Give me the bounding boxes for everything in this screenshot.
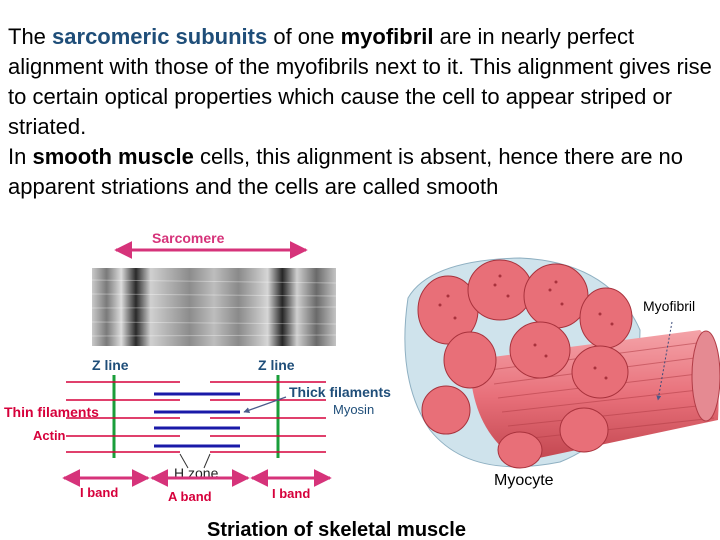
label-myocyte: Myocyte bbox=[494, 472, 554, 489]
thin-filaments bbox=[66, 381, 326, 453]
bundle-dots bbox=[438, 274, 614, 380]
text-run: cells, this alignment is absent, hence t… bbox=[8, 144, 684, 199]
term-smooth-muscle: smooth muscle bbox=[32, 144, 194, 169]
myofibril-bundles bbox=[417, 259, 633, 469]
label-z-line-left: Z line bbox=[92, 357, 129, 373]
label-i-band-left: I band bbox=[80, 485, 118, 500]
text-run: In bbox=[8, 144, 33, 169]
term-sarcomeric-subunits: sarcomeric subunits bbox=[52, 24, 268, 49]
muscle-illustration bbox=[404, 257, 720, 469]
label-z-line-right: Z line bbox=[258, 357, 295, 373]
fiber-end bbox=[691, 330, 720, 422]
label-sarcomere: Sarcomere bbox=[152, 230, 225, 246]
text-run: of one bbox=[267, 24, 341, 49]
thick-filaments-pointer bbox=[243, 396, 287, 414]
label-thick-filaments: Thick filaments bbox=[289, 384, 391, 400]
text-run: are in nearly perfect alignment with tho… bbox=[8, 24, 712, 139]
label-actin: Actin bbox=[33, 428, 66, 443]
caption: Striation of skeletal muscle bbox=[207, 519, 466, 540]
paragraph-smooth: In smooth muscle cells, this alignment i… bbox=[8, 142, 714, 202]
label-myosin: Myosin bbox=[333, 402, 374, 417]
micrograph bbox=[92, 268, 336, 346]
thick-filaments bbox=[154, 392, 240, 448]
body-text: The sarcomeric subunits of one myofibril… bbox=[8, 22, 714, 202]
micrograph-texture bbox=[91, 279, 337, 337]
paragraph-striated: The sarcomeric subunits of one myofibril… bbox=[8, 22, 714, 142]
label-i-band-right: I band bbox=[272, 486, 310, 501]
label-myofibril: Myofibril bbox=[643, 298, 695, 314]
text-run: The bbox=[8, 24, 53, 49]
label-thin-filaments: Thin filaments bbox=[4, 404, 99, 420]
term-myofibril: myofibril bbox=[340, 24, 434, 49]
myofibril-pointer bbox=[656, 321, 673, 401]
label-a-band: A band bbox=[168, 489, 212, 504]
h-zone-tick-right bbox=[203, 453, 211, 469]
h-zone-tick-left bbox=[179, 453, 189, 469]
